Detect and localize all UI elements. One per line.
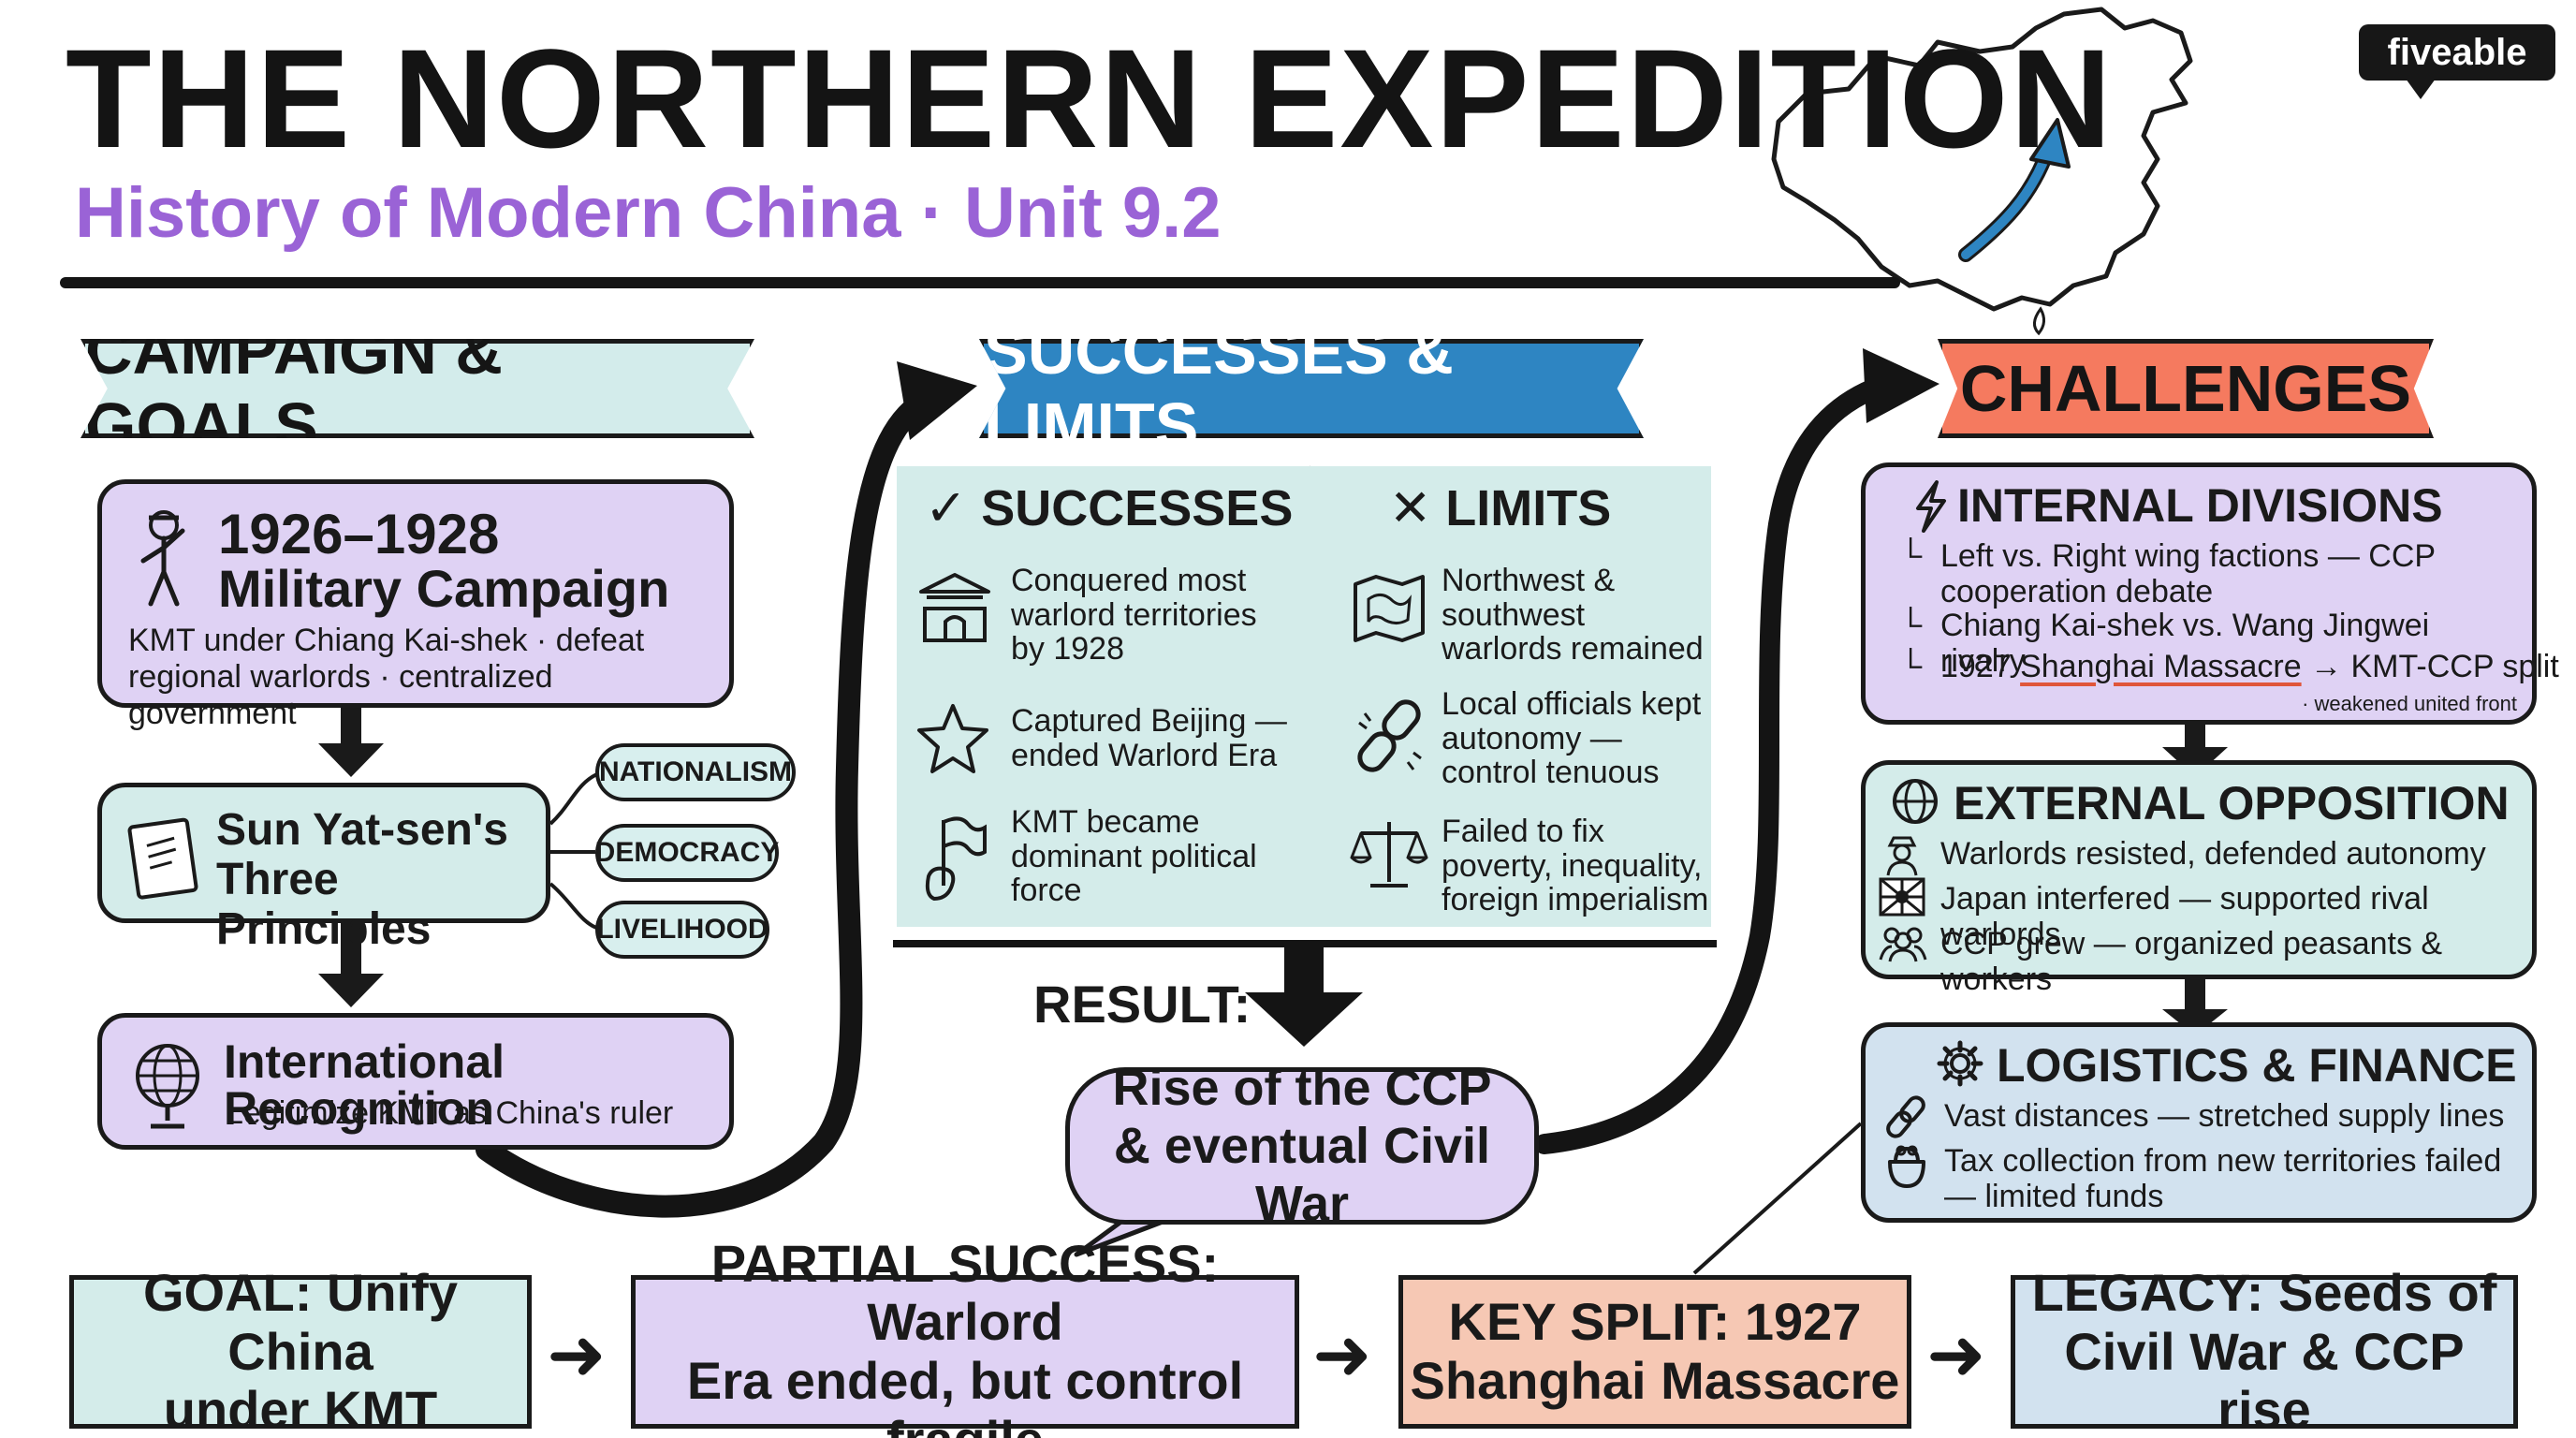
summary-legacy: LEGACY: Seeds of Civil War & CCP rise bbox=[2011, 1263, 2518, 1438]
three-principles-title: Sun Yat-sen's Three Principles bbox=[216, 805, 508, 954]
external-opposition-card: EXTERNAL OPPOSITION Warlords resisted, d… bbox=[1861, 760, 2537, 997]
right-arrow-icon: ➜ bbox=[547, 1315, 607, 1395]
globe-icon bbox=[1893, 779, 1938, 824]
bullet-icon: └ bbox=[1899, 538, 1923, 574]
result-bubble: Rise of the CCP & eventual Civil War bbox=[1065, 1060, 1539, 1232]
thin-connector bbox=[1692, 1122, 1863, 1275]
logistics-item: Vast distances — stretched supply lines bbox=[1944, 1098, 2505, 1134]
military-campaign-card: 1926–1928 Military Campaign KMT under Ch… bbox=[97, 479, 734, 731]
star-icon bbox=[917, 704, 988, 773]
summary-partial-success: PARTIAL SUCCESS: Warlord Era ended, but … bbox=[631, 1234, 1299, 1438]
internal-item: Chiang Kai-shek vs. Wang Jingwei rivalry bbox=[1940, 608, 2430, 680]
banner-challenges: CHALLENGES bbox=[1938, 339, 2434, 438]
result-label: RESULT: bbox=[1033, 975, 1251, 1034]
internal-divisions-card: INTERNAL DIVISIONS └ Left vs. Right wing… bbox=[1861, 462, 2559, 725]
logistics-item: Tax collection from new territories fail… bbox=[1944, 1143, 2502, 1215]
successes-heading: ✓ SUCCESSES bbox=[925, 480, 1294, 536]
globe-icon bbox=[136, 1044, 199, 1129]
banner-successes-limits: SUCCESSES & LIMITS bbox=[979, 339, 1644, 438]
success-item: Conquered most warlord territories by 19… bbox=[1011, 563, 1257, 668]
recognition-title: International Recognition bbox=[224, 1035, 505, 1135]
page-title: THE NORTHERN EXPEDITION bbox=[66, 20, 2114, 177]
banner-campaign-goals: CAMPAIGN & GOALS bbox=[80, 339, 754, 438]
three-principles-card: Sun Yat-sen's Three Principles bbox=[97, 783, 550, 954]
bullet-icon: └ bbox=[1899, 608, 1923, 643]
internal-divisions-title: INTERNAL DIVISIONS bbox=[1957, 479, 2443, 532]
internal-note: · weakened united front bbox=[2302, 692, 2517, 715]
x-icon: ✕ bbox=[1389, 480, 1446, 536]
principle-tag: NATIONALISM bbox=[595, 743, 796, 801]
coin-purse-icon bbox=[1888, 1145, 1925, 1188]
right-arrow-icon: ➜ bbox=[1312, 1315, 1372, 1395]
external-item: Japan interfered — supported rival warlo… bbox=[1940, 881, 2429, 953]
success-item: KMT became dominant political force bbox=[1011, 804, 1257, 909]
internal-item-massacre: 1927 Shanghai Massacre → KMT-CCP split bbox=[1940, 649, 2559, 684]
brand-logo: fiveable bbox=[2359, 24, 2555, 81]
lightning-icon bbox=[1916, 480, 1946, 533]
soldier-saluting-icon bbox=[140, 510, 185, 607]
soldier-icon bbox=[1886, 836, 1918, 876]
principle-connectors bbox=[549, 771, 600, 931]
external-item: CCP grew — organized peasants & workers bbox=[1940, 926, 2443, 998]
panel-base-line bbox=[893, 940, 1717, 947]
highlighted-term: Shanghai Massacre bbox=[2020, 649, 2302, 684]
balance-scale-icon bbox=[1350, 822, 1428, 888]
summary-key-split: KEY SPLIT: 1927 Shanghai Massacre bbox=[1398, 1275, 1911, 1429]
recognition-description: Legitimize KMT as China's ruler bbox=[226, 1095, 674, 1131]
right-arrow-icon: ➜ bbox=[1926, 1315, 1986, 1395]
page-subtitle: History of Modern China · Unit 9.2 bbox=[75, 173, 1222, 253]
check-icon: ✓ bbox=[925, 480, 982, 536]
limit-item: Northwest & southwest warlords remained bbox=[1442, 563, 1704, 668]
flag-in-hand-icon bbox=[925, 816, 987, 902]
book-icon bbox=[127, 817, 198, 900]
international-recognition-card: International Recognition Legitimize KMT… bbox=[97, 1013, 734, 1150]
successes-limits-panel: ✓ SUCCESSES ✕ LIMITS Conquered most warl… bbox=[897, 466, 1711, 927]
down-arrow-icon bbox=[1245, 947, 1363, 1047]
bullet-icon: └ bbox=[1899, 649, 1923, 684]
limit-item: Failed to fix poverty, inequality, forei… bbox=[1442, 814, 1709, 918]
success-item: Captured Beijing — ended Warlord Era bbox=[1011, 703, 1287, 773]
broken-chain-icon bbox=[1357, 699, 1422, 772]
regional-map-icon bbox=[1354, 575, 1425, 642]
summary-goal: GOAL: Unify China under KMT bbox=[69, 1263, 532, 1438]
limit-item: Local officials kept autonomy — control … bbox=[1442, 686, 1702, 791]
external-item: Warlords resisted, defended autonomy bbox=[1940, 836, 2486, 872]
title-underline bbox=[60, 277, 1900, 288]
palace-gate-icon bbox=[919, 573, 990, 642]
principle-tag: DEMOCRACY bbox=[595, 824, 779, 882]
campaign-description: KMT under Chiang Kai-shek · defeat regio… bbox=[128, 623, 645, 732]
gear-icon bbox=[1937, 1040, 1983, 1087]
limits-heading: ✕ LIMITS bbox=[1389, 480, 1612, 536]
logistics-finance-title: LOGISTICS & FINANCE bbox=[1997, 1039, 2517, 1092]
crowd-icon bbox=[1879, 927, 1927, 962]
rising-sun-flag-icon bbox=[1879, 877, 1925, 917]
principle-tag: LIVELIHOOD bbox=[595, 901, 769, 959]
external-opposition-title: EXTERNAL OPPOSITION bbox=[1954, 777, 2510, 829]
campaign-title: Military Campaign bbox=[218, 559, 670, 618]
internal-item: Left vs. Right wing factions — CCP coope… bbox=[1940, 538, 2436, 610]
brand-logo-tail bbox=[2406, 79, 2436, 99]
logistics-finance-card: LOGISTICS & FINANCE Vast distances — str… bbox=[1861, 1022, 2537, 1223]
chain-link-icon bbox=[1886, 1095, 1925, 1138]
campaign-years: 1926–1928 bbox=[218, 503, 500, 565]
